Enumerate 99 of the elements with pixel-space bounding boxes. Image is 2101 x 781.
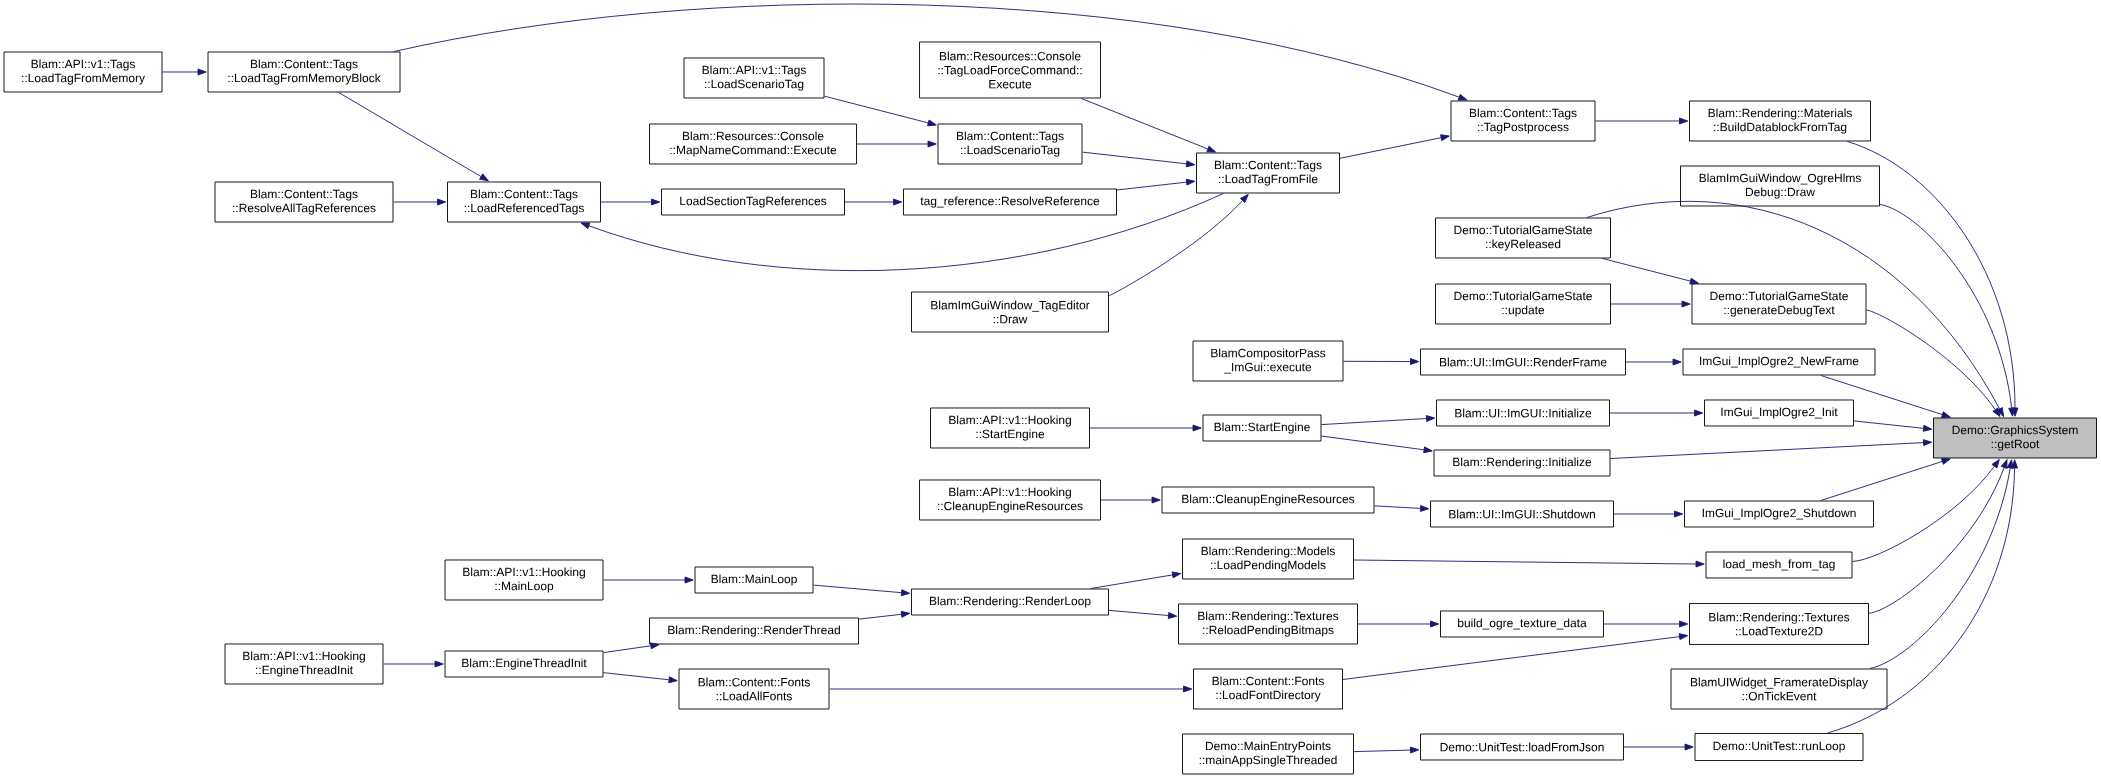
function-box: Blam::API::v1::Hooking ::CleanupEngineResources xyxy=(919,479,1101,521)
arrow xyxy=(393,3,1468,101)
arrow xyxy=(1820,458,1951,501)
function-box: BlamUIWidget_FramerateDisplay ::OnTickEvent xyxy=(1670,668,1888,710)
arrow xyxy=(393,198,447,206)
function-box: Blam::Rendering::Models ::LoadPendingModels xyxy=(1182,538,1354,580)
arrow xyxy=(1586,201,2004,417)
arrow xyxy=(580,193,1224,271)
arrow xyxy=(1339,134,1450,159)
arrow xyxy=(1846,141,2019,417)
arrow xyxy=(1866,309,2001,417)
arrow xyxy=(1869,459,2014,669)
arrow xyxy=(1610,439,1933,459)
function-box: Blam::Content::Tags ::LoadReferencedTags xyxy=(447,181,601,223)
arrow xyxy=(1610,300,1691,308)
function-box: BlamImGuiWindow_TagEditor ::Draw xyxy=(911,291,1109,333)
arrow xyxy=(162,68,207,76)
arrow xyxy=(603,672,678,684)
arrow xyxy=(844,198,903,206)
arrow xyxy=(338,92,489,182)
arrow xyxy=(600,198,661,206)
arrow xyxy=(1868,459,2008,614)
function-box: Blam::API::v1::Tags ::LoadTagFromMemory xyxy=(3,51,163,93)
function-box: Blam::Content::Fonts ::LoadAllFonts xyxy=(678,668,830,710)
function-box: load_mesh_from_tag xyxy=(1705,551,1853,579)
function-box: Blam::API::v1::Tags ::LoadScenarioTag xyxy=(683,57,825,99)
arrow xyxy=(1353,746,1420,754)
function-box: ImGui_ImplOgre2_Init xyxy=(1704,399,1854,427)
arrow xyxy=(1108,194,1249,297)
arrow xyxy=(383,660,444,668)
function-box: Demo::MainEntryPoints ::mainAppSingleThreaded xyxy=(1182,733,1354,775)
arrow xyxy=(1595,117,1689,125)
arrow xyxy=(1353,559,1705,568)
function-box: tag_reference::ResolveReference xyxy=(903,188,1117,216)
arrow xyxy=(1879,203,2016,417)
function-box: Blam::Content::Tags ::TagPostprocess xyxy=(1450,100,1596,142)
arrow xyxy=(1343,358,1420,365)
arrow xyxy=(829,685,1193,693)
function-box: BlamImGuiWindow_OgreHlms Debug::Draw xyxy=(1680,165,1880,207)
arrow xyxy=(1089,424,1202,432)
function-box: Blam::StartEngine xyxy=(1202,414,1322,442)
function-box: Demo::UnitTest::loadFromJson xyxy=(1420,733,1624,761)
arrow xyxy=(1100,496,1161,504)
function-box: Blam::UI::ImGUI::Initialize xyxy=(1436,399,1610,427)
function-box: Blam::API::v1::Hooking ::EngineThreadInit xyxy=(224,643,384,685)
function-box: Blam::Rendering::Textures ::ReloadPendingBitmaps xyxy=(1178,603,1358,645)
arrow xyxy=(1852,459,2000,562)
function-box: Blam::Rendering::Materials ::BuildDatablockFromTag xyxy=(1689,100,1871,142)
arrow xyxy=(1321,435,1433,454)
function-box: Blam::EngineThreadInit xyxy=(444,650,604,678)
arrow xyxy=(858,610,911,620)
function-box: Blam::API::v1::Hooking ::StartEngine xyxy=(930,407,1090,449)
arrow xyxy=(1082,151,1196,168)
function-box: Blam::UI::ImGUI::RenderFrame xyxy=(1420,348,1626,376)
arrow xyxy=(1116,178,1196,191)
arrow xyxy=(824,95,937,127)
arrow xyxy=(813,584,911,597)
function-box: Blam::API::v1::Hooking ::MainLoop xyxy=(444,559,604,601)
arrow xyxy=(1601,258,1699,285)
function-box: Blam::Rendering::Textures ::LoadTexture2D xyxy=(1689,603,1869,645)
function-box: Demo::UnitTest::runLoop xyxy=(1694,733,1864,761)
arrow xyxy=(1108,609,1178,619)
arrow xyxy=(1357,620,1440,628)
function-box: Blam::Resources::Console ::TagLoadForceCommand:: Execute xyxy=(919,41,1101,99)
function-box: Blam::MainLoop xyxy=(694,566,814,594)
function-box: Blam::Rendering::RenderThread xyxy=(649,617,859,645)
function-box: LoadSectionTagReferences xyxy=(661,188,845,216)
function-box: ImGui_ImplOgre2_NewFrame xyxy=(1682,348,1876,376)
function-box: build_ogre_texture_data xyxy=(1440,610,1604,638)
arrow xyxy=(1625,358,1682,366)
function-box: Demo::TutorialGameState ::update xyxy=(1435,283,1611,325)
function-box: Blam::Content::Tags ::ResolveAllTagReferences xyxy=(214,181,394,223)
arrow xyxy=(1603,620,1689,628)
arrow xyxy=(1853,420,1933,432)
function-box: Blam::Content::Fonts ::LoadFontDirectory xyxy=(1193,668,1343,710)
arrow xyxy=(1080,98,1216,153)
arrow xyxy=(1609,409,1704,417)
arrow xyxy=(603,576,694,584)
arrow xyxy=(1321,415,1436,426)
function-box: Demo::GraphicsSystem ::getRoot xyxy=(1933,417,2097,459)
arrow xyxy=(1090,571,1182,589)
arrow xyxy=(1374,504,1430,512)
arrow xyxy=(1623,743,1694,751)
function-box: Blam::UI::ImGUI::Shutdown xyxy=(1430,500,1614,528)
arrow xyxy=(603,642,660,654)
function-box: Blam::Content::Tags ::LoadTagFromMemoryBlock xyxy=(207,51,401,93)
function-box: Blam::Rendering::RenderLoop xyxy=(911,588,1109,616)
function-box: Blam::Content::Tags ::LoadTagFromFile xyxy=(1196,152,1340,194)
function-box: Demo::TutorialGameState ::keyReleased xyxy=(1435,217,1611,259)
function-box: ImGui_ImplOgre2_Shutdown xyxy=(1684,500,1874,528)
function-box: Demo::TutorialGameState ::generateDebugText xyxy=(1691,283,1867,325)
function-box: Blam::CleanupEngineResources xyxy=(1161,486,1375,514)
arrow xyxy=(856,140,937,148)
function-box: BlamCompositorPass _ImGui::execute xyxy=(1192,340,1344,382)
arrow xyxy=(1342,633,1689,680)
arrow xyxy=(1613,510,1684,518)
function-box: Blam::Resources::Console ::MapNameCommand::Execute xyxy=(649,123,857,165)
function-box: Blam::Rendering::Initialize xyxy=(1433,449,1611,477)
function-box: Blam::Content::Tags ::LoadScenarioTag xyxy=(937,123,1083,165)
